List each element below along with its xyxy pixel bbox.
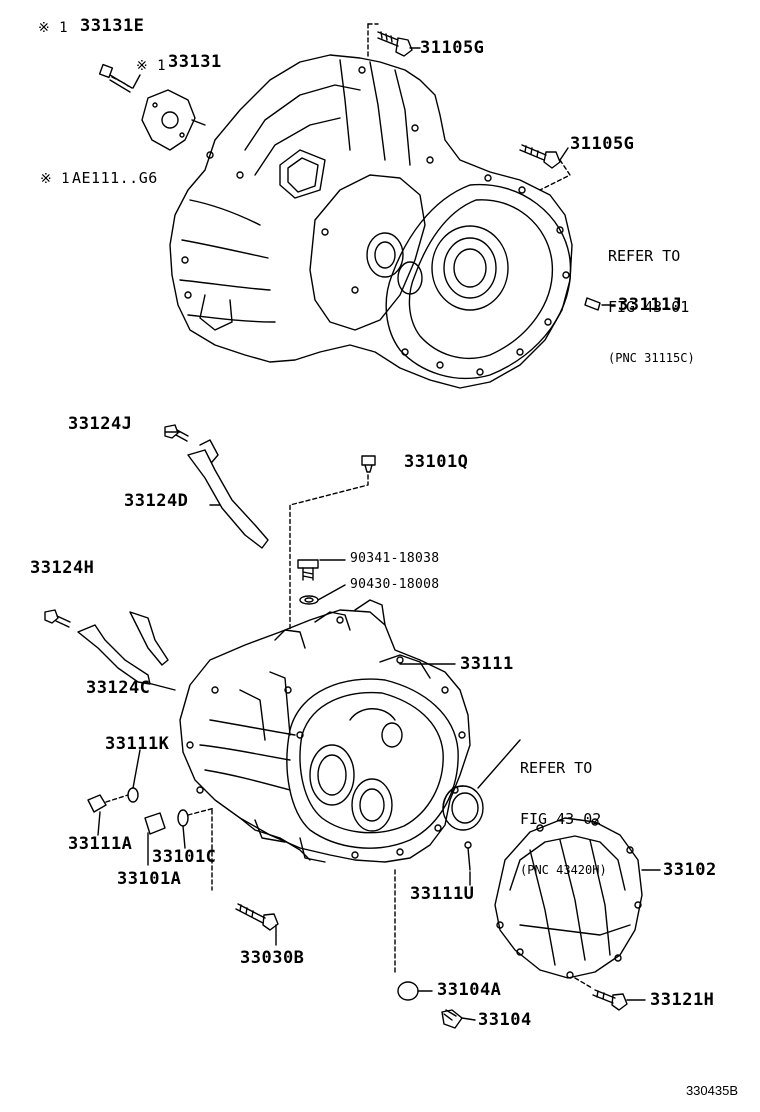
refer-fig-43-02: REFER TO FIG 43-02 (PNC 43420H) (520, 726, 607, 896)
label-33101C: 33101C (152, 847, 217, 867)
cover-plate-33131 (141, 89, 196, 151)
bolt-31105G-mid (519, 144, 571, 191)
refer-line-2: FIG 43-02 (520, 810, 602, 828)
label-33101A: 33101A (117, 869, 182, 889)
leader-lines (97, 47, 646, 1021)
bolt-33124H (44, 609, 71, 628)
label-33124J: 33124J (68, 414, 133, 434)
label-33124C: 33124C (86, 678, 151, 698)
note-mark-2: ※ 1 (136, 58, 167, 74)
transmission-case-main (179, 599, 471, 863)
label-33101Q: 33101Q (404, 452, 469, 472)
oil-seal-ring (442, 739, 521, 831)
note-ae-model: AE111..G6 (72, 169, 158, 187)
note-mark-1: ※ 1 (38, 20, 69, 36)
label-33030B: 33030B (240, 948, 305, 968)
pin-33111U (464, 841, 472, 871)
diagram-code: 330435B (685, 1083, 738, 1098)
label-33102: 33102 (663, 860, 717, 880)
refer-line-2: FIG 43-01 (608, 298, 690, 316)
bolt-33124J (164, 424, 189, 442)
label-31105G-mid: 31105G (570, 134, 635, 154)
label-33124H: 33124H (30, 558, 95, 578)
label-33111J: 33111J (618, 295, 683, 315)
dowel-pin-33111J (584, 297, 601, 311)
label-33111: 33111 (460, 654, 514, 674)
refer-fig-43-01: REFER TO FIG 43-01 (PNC 31115C) (608, 214, 695, 384)
bolt-33030B (211, 809, 279, 931)
refer-line-1: REFER TO (608, 247, 681, 265)
bolt-33121H (574, 977, 628, 1011)
plug-33101A (144, 812, 166, 866)
plug-33101Q (289, 455, 376, 631)
refer-line-3: (PNC 43420H) (520, 863, 607, 877)
plug-33111A (87, 794, 129, 813)
refer-line-1: REFER TO (520, 759, 593, 777)
label-33131E: 33131E (80, 16, 145, 36)
note-mark-3: ※ 1 (40, 171, 71, 187)
label-33111A: 33111A (68, 834, 133, 854)
washer-33111K (127, 787, 139, 803)
bolt-31105G-top (367, 23, 413, 59)
side-cover-33102 (494, 817, 661, 979)
label-31105G-top: 31105G (420, 38, 485, 58)
bracket-33124D (187, 439, 269, 549)
drain-plug-90341 (297, 559, 319, 581)
washer-90430 (299, 595, 319, 605)
gasket-33101C (177, 807, 216, 827)
label-33104: 33104 (478, 1010, 532, 1030)
label-90341-18038: 90341-18038 (350, 551, 440, 566)
label-33124D: 33124D (124, 491, 189, 511)
label-90430-18008: 90430-18008 (350, 577, 440, 592)
label-33131: 33131 (168, 52, 222, 72)
plug-33104 (441, 1009, 463, 1029)
label-33121H: 33121H (650, 990, 715, 1010)
bracket-33124C (77, 611, 169, 685)
label-33104A: 33104A (437, 980, 502, 1000)
refer-line-3: (PNC 31115C) (608, 351, 695, 365)
label-33111K: 33111K (105, 734, 170, 754)
label-33111U: 33111U (410, 884, 475, 904)
bolt-33131E (98, 63, 133, 93)
transmission-housing-top (169, 54, 573, 389)
